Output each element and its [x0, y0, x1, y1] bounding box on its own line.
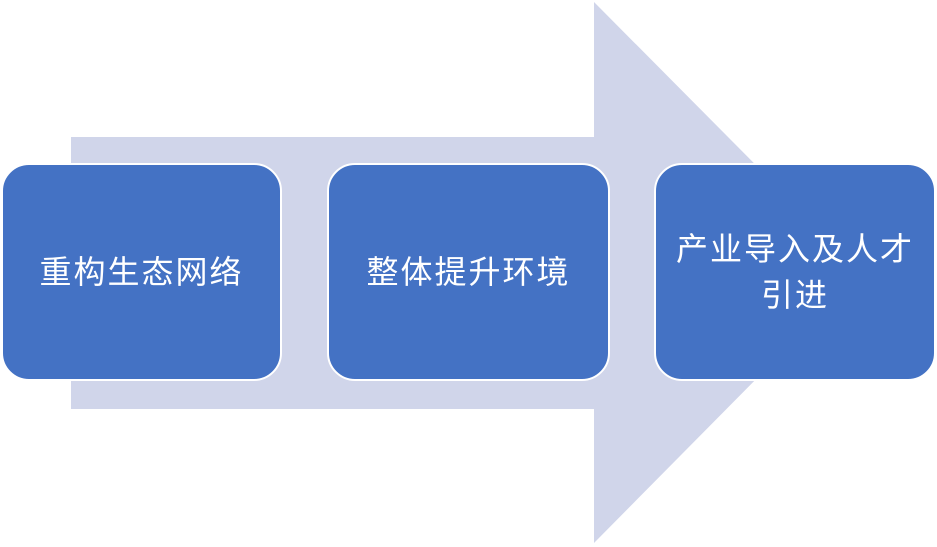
step-box-3: 产业导入及人才引进 [654, 163, 936, 381]
step-label-1: 重构生态网络 [39, 253, 244, 291]
step-label-2: 整体提升环境 [366, 253, 571, 291]
step-box-2: 整体提升环境 [327, 163, 610, 381]
step-label-3: 产业导入及人才引进 [675, 230, 914, 314]
step-box-1: 重构生态网络 [1, 163, 282, 381]
